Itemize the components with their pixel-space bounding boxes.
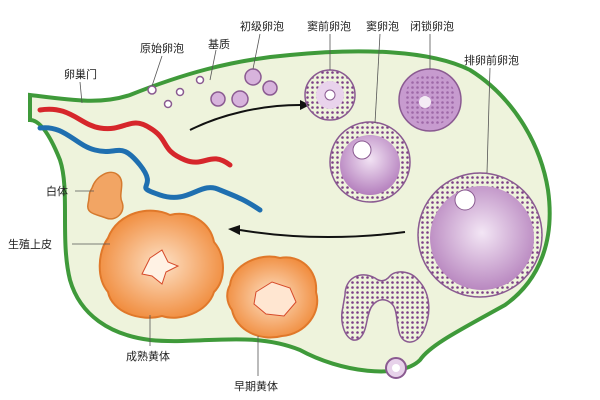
corpus-albicans (87, 171, 124, 220)
arrowhead-bottom (228, 225, 240, 235)
label-atretic-follicle: 闭锁卵泡 (410, 19, 454, 33)
label-hilum: 卵巢门 (64, 67, 97, 81)
primordial-follicles (147, 75, 205, 109)
label-primary-follicle: 初级卵泡 (240, 19, 284, 33)
label-preantral-follicle: 窦前卵泡 (307, 19, 351, 33)
label-germinal-epithelium: 生殖上皮 (8, 237, 52, 251)
preovulatory-follicle (417, 172, 543, 298)
label-mature-corpus-luteum: 成熟黄体 (126, 349, 170, 363)
label-early-corpus-luteum: 早期黄体 (234, 379, 278, 393)
mature-corpus-luteum (98, 209, 224, 319)
development-arrow-bottom (239, 229, 406, 238)
label-leaders (72, 33, 491, 376)
primary-follicles (210, 68, 278, 108)
arrowhead-top (300, 100, 310, 110)
label-secondary-follicle: 窦卵泡 (366, 19, 399, 33)
secondary-follicle (329, 121, 411, 203)
preantral-follicle (304, 69, 356, 121)
label-stroma: 基质 (208, 38, 230, 51)
development-arrow-top (189, 104, 301, 131)
early-corpus-luteum (226, 255, 319, 339)
label-primordial-follicle: 原始卵泡 (140, 41, 184, 55)
vein-vessel (37, 125, 263, 213)
label-preovulatory-follicle: 排卵前卵泡 (464, 53, 519, 67)
atretic-follicle (398, 68, 462, 132)
label-corpus-albicans: 白体 (46, 184, 68, 198)
ruptured-follicle (341, 271, 430, 379)
artery-vessel (37, 106, 233, 168)
